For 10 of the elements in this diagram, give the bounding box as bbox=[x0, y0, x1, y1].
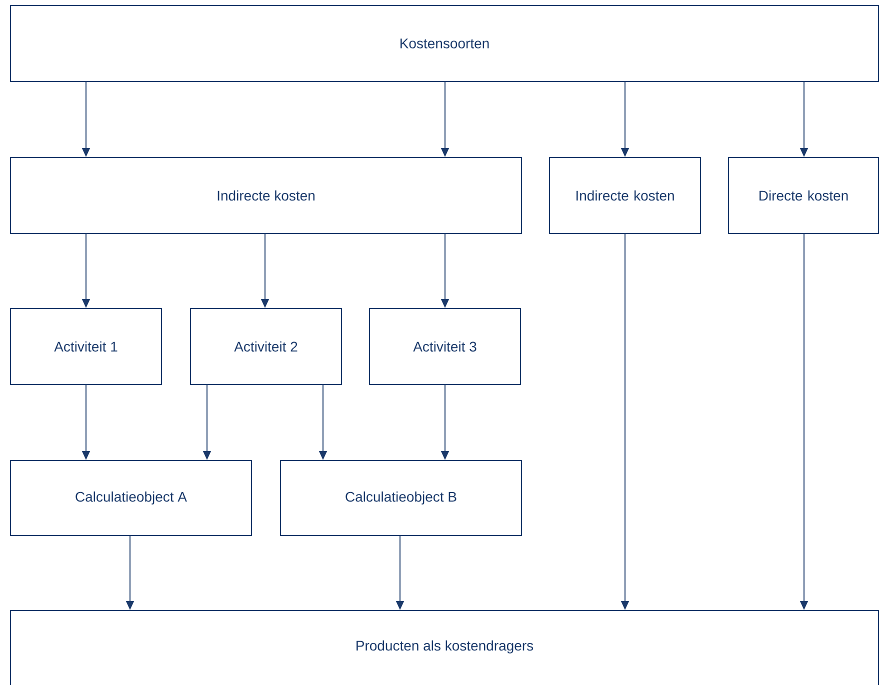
process-box: Activiteit 3 bbox=[369, 308, 521, 385]
process-box: Calculatieobject A bbox=[10, 460, 252, 536]
process-box: Calculatieobject B bbox=[280, 460, 522, 536]
process-box: Activiteit 1 bbox=[10, 308, 162, 385]
process-box: Producten als kostendragers bbox=[10, 610, 880, 685]
process-box: Indirecte kosten bbox=[10, 157, 522, 234]
process-box: Kostensoorten bbox=[10, 5, 880, 82]
process-box: Indirecte kosten bbox=[549, 157, 701, 234]
process-box: Directe kosten bbox=[728, 157, 880, 234]
process-box: Activiteit 2 bbox=[190, 308, 342, 385]
